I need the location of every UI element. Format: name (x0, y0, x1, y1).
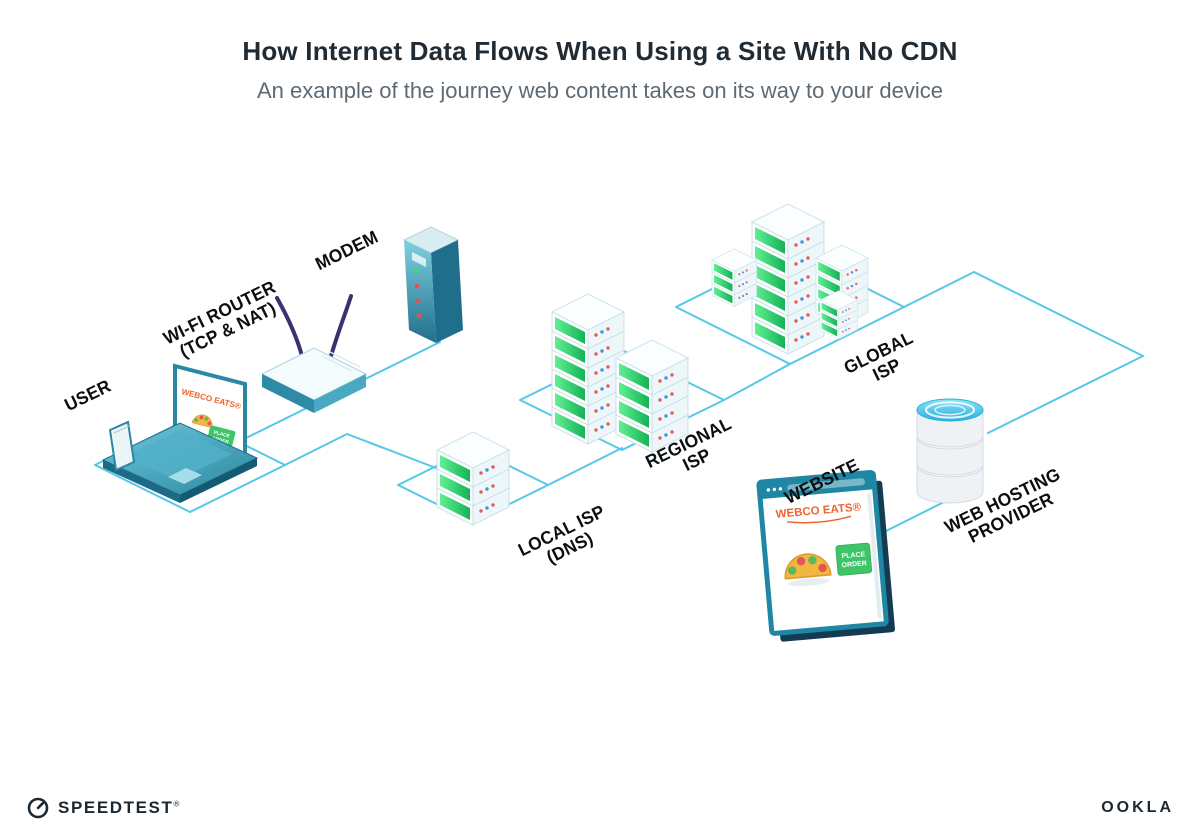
website-browser: WEBCO EATS® PLACE ORDER (756, 469, 895, 642)
speedtest-gauge-icon (27, 797, 49, 819)
local-isp-servers (436, 431, 510, 526)
connection-user-to-local-isp (284, 433, 437, 469)
website-order-line1: PLACE (841, 551, 866, 560)
user-phone (108, 420, 136, 472)
user-laptop: WEBCO EATS® PLACE ORDER (101, 363, 259, 503)
ookla-wordmark: OOKLA (1101, 799, 1174, 816)
page-subtitle: An example of the journey web content ta… (256, 78, 944, 103)
connection-local-to-regional (547, 447, 623, 486)
speedtest-wordmark: SPEEDTEST® (58, 798, 181, 817)
trademark-symbol: ® (173, 799, 181, 809)
header: How Internet Data Flows When Using a Sit… (0, 36, 1200, 104)
speedtest-logo: SPEEDTEST® (26, 796, 181, 820)
hosting-database (916, 398, 984, 504)
laptop-order-line2: ORDER (211, 436, 230, 446)
laptop-order-line1: PLACE (213, 430, 231, 440)
website-order-line2: ORDER (841, 560, 867, 569)
router-antenna-left (275, 296, 304, 358)
connection-regional-to-global (723, 363, 791, 401)
website-order-button (835, 542, 873, 576)
connection-global-to-hosting (903, 271, 1144, 434)
page-title: How Internet Data Flows When Using a Sit… (242, 36, 958, 66)
ookla-logo: OOKLA (1101, 799, 1174, 817)
wifi-router-device (260, 294, 368, 413)
global-isp-servers (711, 203, 869, 355)
regional-isp-servers (551, 293, 689, 453)
router-antenna-right (329, 294, 353, 358)
modem-device (403, 226, 463, 343)
